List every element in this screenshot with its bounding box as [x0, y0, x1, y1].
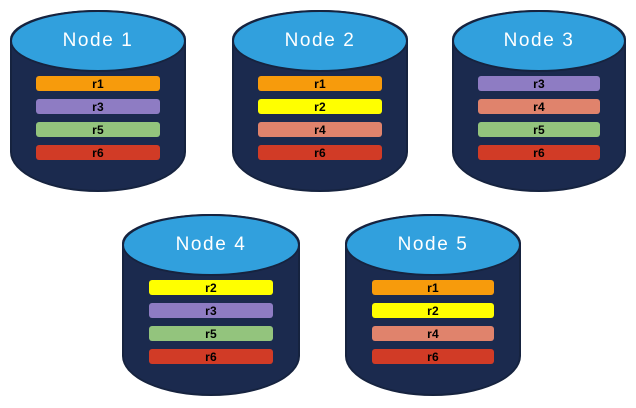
database-node-cylinder[interactable]: Node 4 r2 r3 r5 r6 [122, 214, 300, 396]
replica-bar[interactable]: r3 [36, 99, 160, 114]
replica-bar[interactable]: r3 [478, 76, 600, 91]
cylinder-top-ellipse: Node 2 [232, 10, 408, 72]
replica-bar[interactable]: r4 [372, 326, 494, 341]
replica-label: r6 [533, 145, 545, 160]
node-label: Node 4 [175, 234, 247, 255]
replica-label: r5 [92, 122, 104, 137]
replica-bar[interactable]: r6 [149, 349, 273, 364]
replica-list: r1 r2 r4 r6 [345, 276, 521, 364]
database-node-cylinder[interactable]: Node 1 r1 r3 r5 r6 [10, 10, 186, 192]
replica-label: r4 [427, 326, 439, 341]
replica-label: r1 [92, 76, 104, 91]
replica-bar[interactable]: r6 [372, 349, 494, 364]
replica-list: r2 r3 r5 r6 [122, 276, 300, 364]
replica-bar[interactable]: r1 [36, 76, 160, 91]
replica-list: r1 r2 r4 r6 [232, 72, 408, 160]
replica-label: r3 [92, 99, 104, 114]
replica-label: r1 [427, 280, 439, 295]
replica-label: r6 [314, 145, 326, 160]
replica-label: r4 [533, 99, 545, 114]
replica-bar[interactable]: r2 [149, 280, 273, 295]
replica-bar[interactable]: r3 [149, 303, 273, 318]
replica-label: r5 [533, 122, 545, 137]
replica-label: r3 [205, 303, 217, 318]
replica-bar[interactable]: r1 [258, 76, 382, 91]
replica-bar[interactable]: r6 [258, 145, 382, 160]
replica-bar[interactable]: r2 [372, 303, 494, 318]
replica-bar[interactable]: r5 [478, 122, 600, 137]
node-label: Node 5 [397, 234, 469, 255]
replica-label: r6 [427, 349, 439, 364]
cylinder-top-ellipse: Node 3 [452, 10, 626, 72]
replica-bar[interactable]: r5 [36, 122, 160, 137]
replica-bar[interactable]: r6 [478, 145, 600, 160]
replica-bar[interactable]: r4 [478, 99, 600, 114]
cylinder-top-ellipse: Node 4 [122, 214, 300, 276]
replica-bar[interactable]: r1 [372, 280, 494, 295]
node-label: Node 2 [284, 30, 356, 51]
replica-label: r4 [314, 122, 326, 137]
replica-label: r2 [205, 280, 217, 295]
replica-label: r3 [533, 76, 545, 91]
replica-label: r2 [314, 99, 326, 114]
replica-list: r1 r3 r5 r6 [10, 72, 186, 160]
node-label: Node 3 [503, 30, 575, 51]
replica-label: r2 [427, 303, 439, 318]
replica-bar[interactable]: r2 [258, 99, 382, 114]
replica-list: r3 r4 r5 r6 [452, 72, 626, 160]
replica-label: r6 [205, 349, 217, 364]
replica-bar[interactable]: r5 [149, 326, 273, 341]
replica-bar[interactable]: r4 [258, 122, 382, 137]
cylinder-top-ellipse: Node 5 [345, 214, 521, 276]
replica-label: r5 [205, 326, 217, 341]
replica-label: r1 [314, 76, 326, 91]
database-node-cylinder[interactable]: Node 5 r1 r2 r4 r6 [345, 214, 521, 396]
replica-bar[interactable]: r6 [36, 145, 160, 160]
database-node-cylinder[interactable]: Node 2 r1 r2 r4 r6 [232, 10, 408, 192]
cylinder-top-ellipse: Node 1 [10, 10, 186, 72]
node-label: Node 1 [62, 30, 134, 51]
database-node-cylinder[interactable]: Node 3 r3 r4 r5 r6 [452, 10, 626, 192]
replica-label: r6 [92, 145, 104, 160]
